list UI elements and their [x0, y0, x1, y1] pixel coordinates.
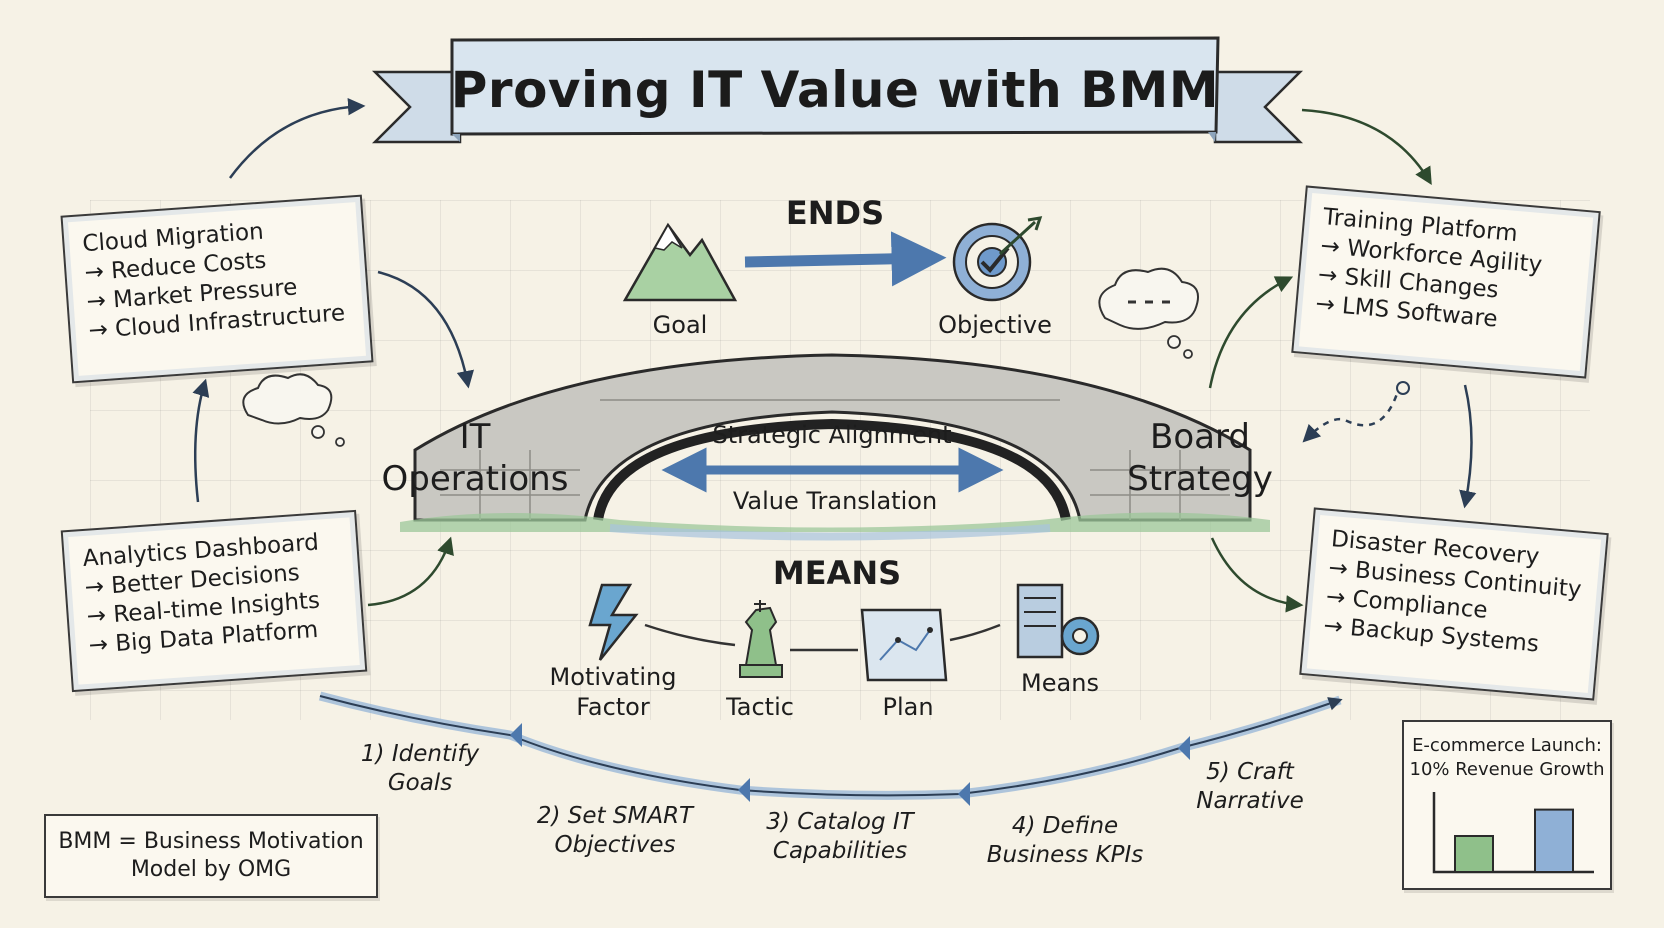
objective-label: Objective [938, 311, 1052, 339]
cycle-arrow [1301, 108, 1432, 186]
chess-knight-icon [739, 600, 783, 678]
value-translation-label: Value Translation [732, 487, 938, 515]
disaster-recovery-card: Disaster Recovery Business Continuity Co… [1299, 507, 1609, 701]
title-banner [371, 36, 1304, 144]
training-platform-card: Training Platform Workforce Agility Skil… [1291, 185, 1601, 379]
goal-label: Goal [652, 311, 708, 339]
means-item-plan: Plan [882, 693, 934, 721]
means-item-tactic: Tactic [726, 693, 794, 721]
ends-arrow [744, 231, 947, 287]
step-set-smart-objectives: 2) Set SMART Objectives [536, 803, 694, 858]
ecommerce-card: E-commerce Launch: 10% Revenue Growth [1402, 720, 1612, 890]
step-define-business-kpis: 4) Define Business KPIs [986, 813, 1144, 868]
chart-bar [1454, 835, 1494, 873]
lightning-icon [588, 583, 639, 661]
bmm-definition-note: BMM = Business Motivation Model by OMG [44, 814, 378, 898]
flow-arrow [1208, 276, 1294, 389]
target-icon [952, 216, 1043, 302]
step-catalog-it-capabilities: 3) Catalog IT Capabilities [766, 809, 914, 864]
it-operations-label: IT Operations [381, 417, 569, 499]
means-item-motivating-factor: Motivating Factor [549, 663, 677, 721]
analytics-dashboard-card: Analytics Dashboard Better Decisions Rea… [60, 509, 368, 693]
means-item-means: Means [1021, 669, 1099, 697]
flow-arrow [367, 536, 454, 607]
ecommerce-caption: E-commerce Launch: 10% Revenue Growth [1409, 735, 1605, 780]
step-craft-narrative: 5) Craft Narrative [1196, 759, 1304, 814]
cycle-arrow [228, 97, 366, 179]
means-heading: MEANS [772, 554, 902, 592]
ends-heading: ENDS [785, 194, 885, 232]
chart-bar [1534, 808, 1574, 873]
server-gear-icon [1016, 583, 1100, 659]
ecommerce-bar-chart [1432, 792, 1594, 874]
means-link [644, 623, 736, 647]
means-link [949, 623, 1001, 642]
mountain-icon [622, 222, 738, 302]
strategic-alignment-label: Strategic Alignment [712, 421, 952, 449]
step-identify-goals: 1) Identify Goals [360, 741, 480, 796]
thought-bubble-icon [1098, 267, 1199, 359]
flow-arrow [1210, 537, 1304, 613]
flow-start-dot [1396, 381, 1410, 395]
flow-arrow [1459, 384, 1477, 509]
map-scroll-icon [860, 608, 948, 682]
flow-arrow [377, 270, 474, 389]
thought-bubble-icon [242, 373, 345, 447]
dashed-flow-arrow [1302, 383, 1402, 443]
cloud-migration-card: Cloud Migration Reduce Costs Market Pres… [60, 194, 374, 384]
stone-bridge [400, 353, 1270, 541]
page-title: Proving IT Value with BMM [450, 61, 1220, 119]
board-strategy-label: Board Strategy [1127, 417, 1273, 499]
flow-arrow [192, 378, 210, 503]
